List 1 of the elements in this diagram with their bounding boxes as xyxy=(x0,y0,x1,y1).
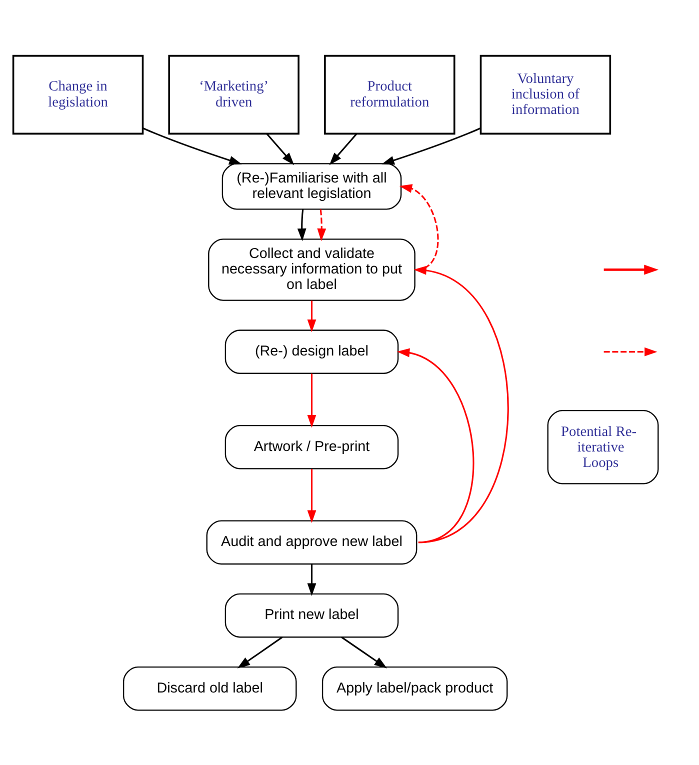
legend-label: Potential Re-iterative Loops xyxy=(561,423,637,471)
